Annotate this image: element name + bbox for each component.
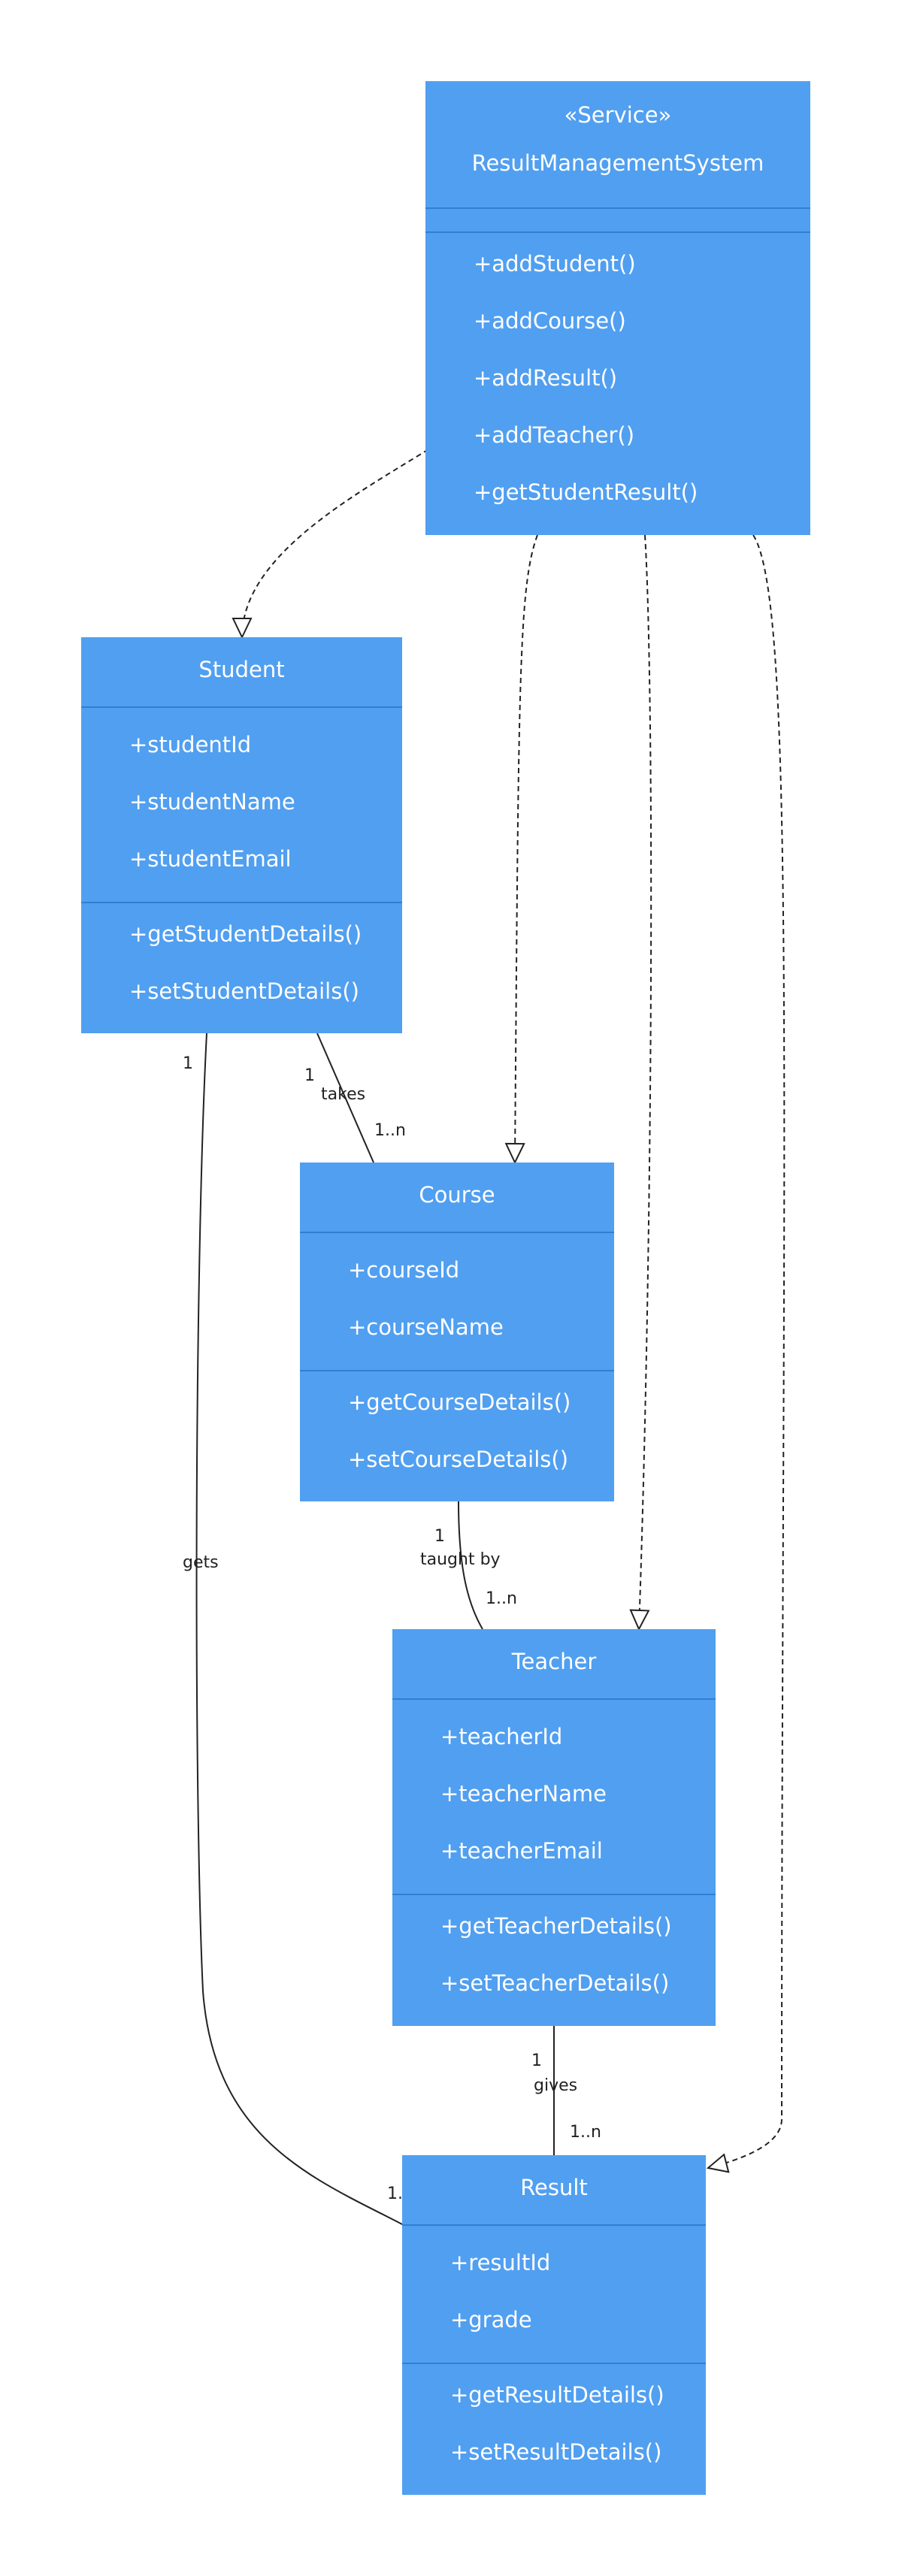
multiplicity-label: 1 xyxy=(434,1527,445,1546)
realization-teacher xyxy=(629,534,652,1631)
method: +getTeacherDetails() xyxy=(440,1913,672,1939)
association-label: taught by xyxy=(420,1550,501,1569)
association-course-teacher xyxy=(458,1501,483,1630)
method: +setResultDetails() xyxy=(450,2439,662,2465)
divider xyxy=(402,2224,706,2226)
multiplicity-label: 1 xyxy=(304,1066,315,1085)
method: +getStudentResult() xyxy=(474,479,698,505)
divider xyxy=(425,207,810,209)
divider xyxy=(81,706,402,708)
association-label: gets xyxy=(183,1553,219,1572)
multiplicity-label: 1 xyxy=(183,1054,193,1073)
attribute: +teacherName xyxy=(440,1781,607,1807)
class-name: Course xyxy=(419,1182,495,1208)
realization-student xyxy=(232,449,429,639)
class-result[interactable]: Result +resultId +grade +getResultDetail… xyxy=(402,2155,706,2495)
method: +getResultDetails() xyxy=(450,2382,664,2408)
association-label: gives xyxy=(534,2076,578,2095)
class-name: Result xyxy=(520,2175,588,2200)
divider xyxy=(300,1370,614,1371)
multiplicity-label: 1..n xyxy=(486,1589,517,1608)
divider xyxy=(392,1698,716,1700)
class-teacher[interactable]: Teacher +teacherId +teacherName +teacher… xyxy=(392,1629,716,2026)
divider xyxy=(402,2363,706,2364)
class-student[interactable]: Student +studentId +studentName +student… xyxy=(81,637,402,1033)
class-name: ResultManagementSystem xyxy=(471,150,764,176)
association-student-result xyxy=(195,1033,403,2225)
class-name: Teacher xyxy=(511,1649,597,1674)
class-result-management-system[interactable]: «Service» ResultManagementSystem +addStu… xyxy=(425,81,810,535)
divider xyxy=(425,231,810,233)
multiplicity-label: 1. xyxy=(387,2184,403,2203)
divider xyxy=(81,902,402,903)
attribute: +courseName xyxy=(348,1314,504,1340)
method: +addTeacher() xyxy=(474,422,635,448)
realization-result xyxy=(706,534,785,2173)
method: +addStudent() xyxy=(474,251,636,277)
divider xyxy=(392,1894,716,1895)
attribute: +courseId xyxy=(348,1257,460,1283)
realization-course xyxy=(504,534,538,1165)
attribute: +teacherEmail xyxy=(440,1838,603,1864)
attribute: +studentId xyxy=(129,732,252,757)
method: +setTeacherDetails() xyxy=(440,1970,670,1996)
class-course[interactable]: Course +courseId +courseName +getCourseD… xyxy=(300,1163,614,1501)
association-student-course xyxy=(316,1033,374,1163)
multiplicity-label: 1 xyxy=(531,2051,542,2070)
method: +getCourseDetails() xyxy=(348,1389,571,1415)
class-name: Student xyxy=(198,657,285,682)
attribute: +studentName xyxy=(129,789,295,815)
attribute: +teacherId xyxy=(440,1724,563,1749)
method: +addCourse() xyxy=(474,308,626,334)
method: +setStudentDetails() xyxy=(129,978,359,1004)
multiplicity-label: 1..n xyxy=(570,2123,601,2142)
divider xyxy=(300,1232,614,1233)
method: +getStudentDetails() xyxy=(129,921,362,947)
association-label: takes xyxy=(321,1085,366,1104)
method: +setCourseDetails() xyxy=(348,1447,569,1472)
multiplicity-label: 1..n xyxy=(374,1121,406,1140)
attribute: +studentEmail xyxy=(129,846,292,872)
attribute: +resultId xyxy=(450,2250,551,2275)
method: +addResult() xyxy=(474,365,618,391)
attribute: +grade xyxy=(450,2307,532,2333)
class-stereotype: «Service» xyxy=(564,102,672,128)
